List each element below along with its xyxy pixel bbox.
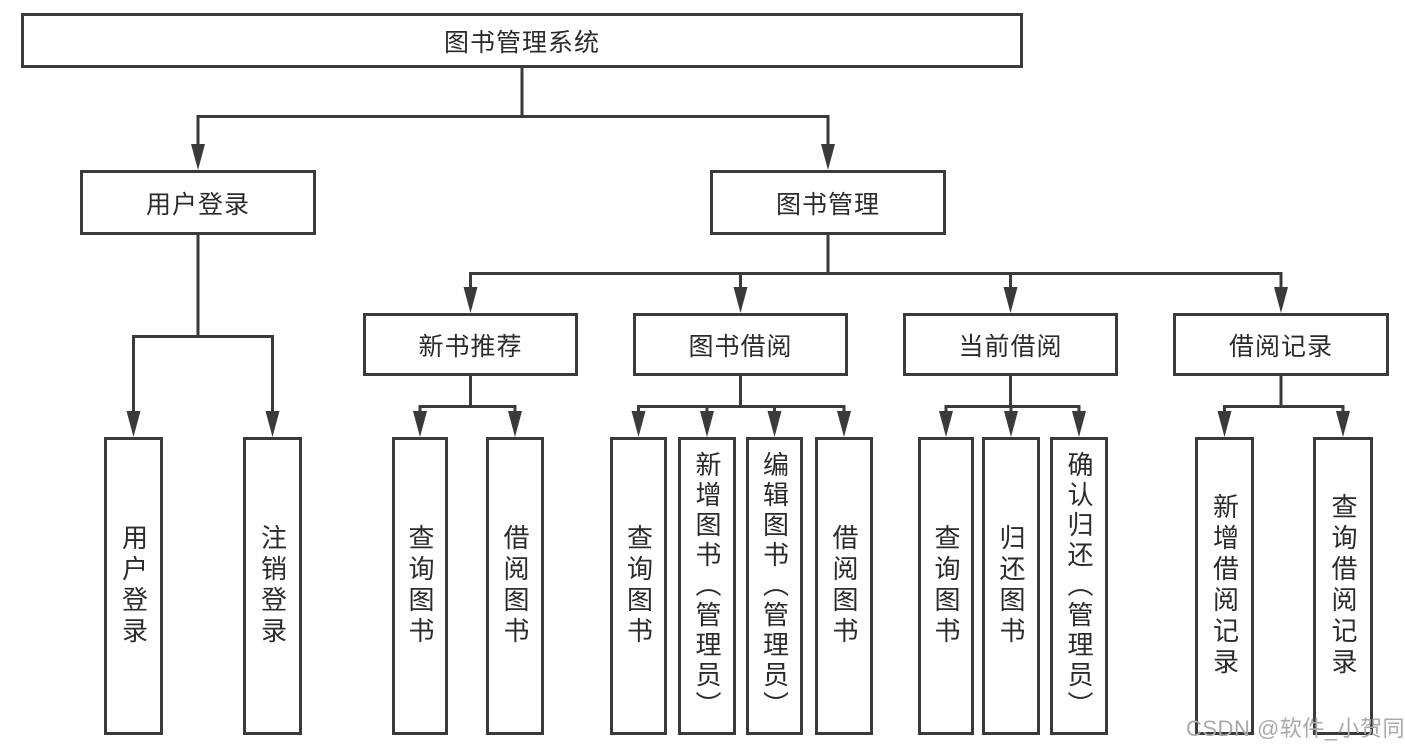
leaf-query-books-recommend-label: 查询图书 — [405, 524, 435, 648]
node-borrowing-records-label: 借阅记录 — [1228, 332, 1333, 361]
leaf-user-login-label: 用户登录 — [118, 524, 149, 648]
leaf-add-borrow-record-label: 新增借阅记录 — [1209, 493, 1240, 679]
arrow-down-icon — [1336, 411, 1350, 437]
arrow-down-icon — [1004, 411, 1018, 437]
arrow-down-icon — [1072, 411, 1086, 437]
leaf-confirm-return-admin: 确认归还（管理员） — [1050, 437, 1108, 735]
leaf-query-books-borrowing: 查询图书 — [610, 437, 667, 735]
arrow-down-icon — [265, 411, 280, 437]
leaf-user-login: 用户登录 — [104, 437, 163, 735]
arrow-down-icon — [733, 287, 748, 313]
csdn-watermark: CSDN @软件_小贺同学 — [1186, 716, 1405, 741]
leaf-add-borrow-record: 新增借阅记录 — [1195, 437, 1254, 735]
leaf-borrow-books-recommend-label: 借阅图书 — [500, 524, 530, 648]
leaf-edit-books-admin: 编辑图书（管理员） — [746, 437, 803, 735]
leaf-confirm-return-admin-label: 确认归还（管理员） — [1064, 451, 1094, 721]
leaf-add-books-admin: 新增图书（管理员） — [678, 437, 736, 735]
node-book-borrowing-label: 图书借阅 — [688, 332, 793, 361]
leaf-logout-login-label: 注销登录 — [257, 524, 288, 648]
leaf-logout-login: 注销登录 — [243, 437, 302, 735]
leaf-query-borrow-record: 查询借阅记录 — [1313, 437, 1373, 735]
arrow-down-icon — [463, 287, 478, 313]
leaf-add-books-admin-label: 新增图书（管理员） — [692, 451, 722, 721]
node-new-book-recommend-label: 新书推荐 — [418, 332, 523, 361]
leaf-borrow-books-recommend: 借阅图书 — [486, 437, 544, 735]
arrow-down-icon — [767, 411, 782, 437]
leaf-query-books-recommend: 查询图书 — [392, 437, 448, 735]
node-new-book-recommend: 新书推荐 — [363, 313, 578, 376]
arrow-down-icon — [1003, 287, 1018, 313]
arrow-down-icon — [1274, 287, 1288, 313]
arrow-down-icon — [700, 411, 714, 437]
leaf-query-books-borrowing-label: 查询图书 — [623, 524, 654, 648]
leaf-query-borrow-record-label: 查询借阅记录 — [1328, 493, 1358, 679]
leaf-query-books-current-label: 查询图书 — [931, 524, 961, 648]
arrow-down-icon — [126, 411, 141, 437]
node-root: 图书管理系统 — [21, 13, 1023, 68]
arrow-down-icon — [413, 411, 427, 437]
arrow-down-icon — [508, 411, 522, 437]
arrow-down-icon — [939, 411, 953, 437]
arrow-down-icon — [1217, 411, 1232, 437]
node-book-management: 图书管理 — [710, 170, 946, 235]
node-user-login: 用户登录 — [80, 170, 316, 235]
arrow-down-icon — [191, 144, 205, 170]
node-user-login-label: 用户登录 — [145, 190, 250, 219]
node-borrowing-records: 借阅记录 — [1173, 313, 1389, 376]
arrow-down-icon — [821, 144, 835, 170]
arrow-down-icon — [631, 411, 646, 437]
leaf-return-books: 归还图书 — [982, 437, 1040, 735]
node-root-label: 图书管理系统 — [443, 28, 600, 57]
arrow-down-icon — [837, 411, 851, 437]
leaf-query-books-current: 查询图书 — [918, 437, 974, 735]
leaf-borrow-books-borrowing-label: 借阅图书 — [829, 524, 859, 648]
leaf-borrow-books-borrowing: 借阅图书 — [815, 437, 873, 735]
node-current-borrowing-label: 当前借阅 — [958, 332, 1063, 361]
leaf-edit-books-admin-label: 编辑图书（管理员） — [759, 451, 790, 721]
node-book-management-label: 图书管理 — [775, 190, 880, 219]
node-book-borrowing: 图书借阅 — [633, 313, 848, 376]
leaf-return-books-label: 归还图书 — [996, 524, 1026, 648]
node-current-borrowing: 当前借阅 — [903, 313, 1118, 376]
